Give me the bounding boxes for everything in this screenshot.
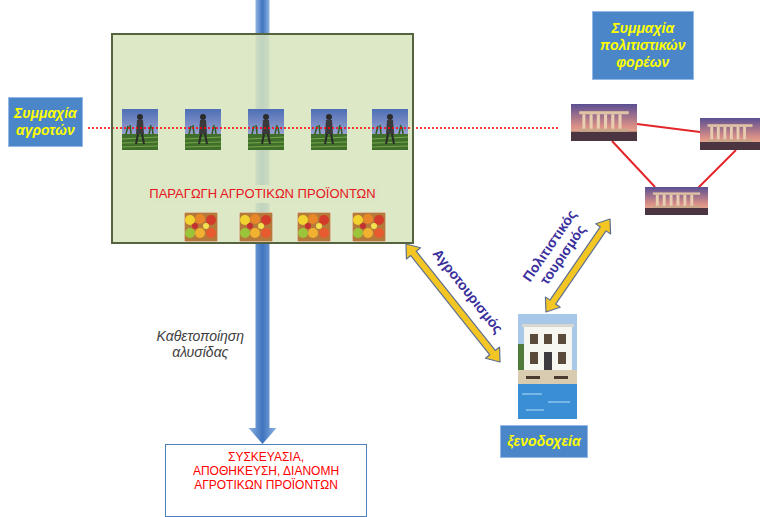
farmer-photo xyxy=(185,109,221,150)
farmer-photo xyxy=(311,109,347,150)
temple-link-line xyxy=(637,124,700,132)
temple-link-line xyxy=(612,141,655,187)
production-fill xyxy=(111,33,414,244)
edge-label: Πολιτιστικός τουρισμός xyxy=(519,207,593,294)
node-text: ΣΥΣΚΕΥΑΣΙΑ, ΑΠΟΘΗΚΕΥΣΗ, ΔΙΑΝΟΜΗ ΑΓΡΟΤΙΚΩ… xyxy=(190,450,342,492)
farmer-photo xyxy=(372,109,408,150)
node-text: Συμμαχία αγροτών xyxy=(14,105,77,139)
hotel-photo xyxy=(522,324,574,327)
temple-photo xyxy=(645,187,708,215)
alliance-dotted-line xyxy=(88,128,560,129)
temple-photo xyxy=(571,104,760,215)
edge-label: Αγροτουρισμός xyxy=(429,246,506,337)
hotel-photo xyxy=(518,384,577,419)
hotel-photo xyxy=(518,314,577,419)
fruit-photo xyxy=(184,212,218,242)
hotel-photo xyxy=(518,370,577,384)
node-text: Συμμαχία πολιτιστικών φορέων xyxy=(592,11,694,80)
farmer-photo xyxy=(122,109,158,150)
hotel-photo xyxy=(530,334,538,344)
hotel-photo xyxy=(526,376,540,379)
hotel-photo xyxy=(558,352,566,364)
edge-label: Καθετοποίηση αλυσίδας xyxy=(157,328,245,360)
hotel-photo xyxy=(554,376,568,379)
node-text: ξενοδοχεία xyxy=(500,425,588,458)
alliance-box: Συμμαχία αγροτών xyxy=(8,97,83,147)
hotel-photo xyxy=(544,352,552,370)
fruit-photo xyxy=(239,212,273,242)
hotel-photo xyxy=(524,326,572,370)
temple-photo xyxy=(700,118,760,150)
farmer-photo xyxy=(122,109,408,150)
hotel-region: ξενοδοχεία xyxy=(500,312,588,458)
production-box: ΠΑΡΑΓΩΓΗ ΑΓΡΟΤΙΚΩΝ ΠΡΟΪΟΝΤΩΝ xyxy=(111,33,414,244)
node-text: ΠΑΡΑΓΩΓΗ ΑΓΡΟΤΙΚΩΝ ΠΡΟΪΟΝΤΩΝ xyxy=(145,185,379,203)
flow-arrow xyxy=(249,244,277,444)
distribution-box: ΣΥΣΚΕΥΑΣΙΑ, ΑΠΟΘΗΚΕΥΣΗ, ΔΙΑΝΟΜΗ ΑΓΡΟΤΙΚΩ… xyxy=(165,444,367,517)
hotel-photo xyxy=(544,334,552,344)
hotel-photo xyxy=(558,334,566,344)
farmer-photo xyxy=(248,109,284,150)
hotel-photo xyxy=(522,394,570,410)
culture-alliance-region: Συμμαχία πολιτιστικών φορέων xyxy=(566,8,764,219)
flow-arrow xyxy=(249,244,277,444)
hotel-photo xyxy=(530,352,538,364)
hotel-photo xyxy=(518,314,577,370)
fruit-photo xyxy=(184,212,386,242)
fruit-photo xyxy=(297,212,331,242)
production-fill xyxy=(111,33,414,244)
temple-photo xyxy=(571,104,637,141)
fruit-photo xyxy=(352,212,386,242)
alliance-dotted-line xyxy=(88,127,560,129)
temple-link-line xyxy=(698,150,736,188)
